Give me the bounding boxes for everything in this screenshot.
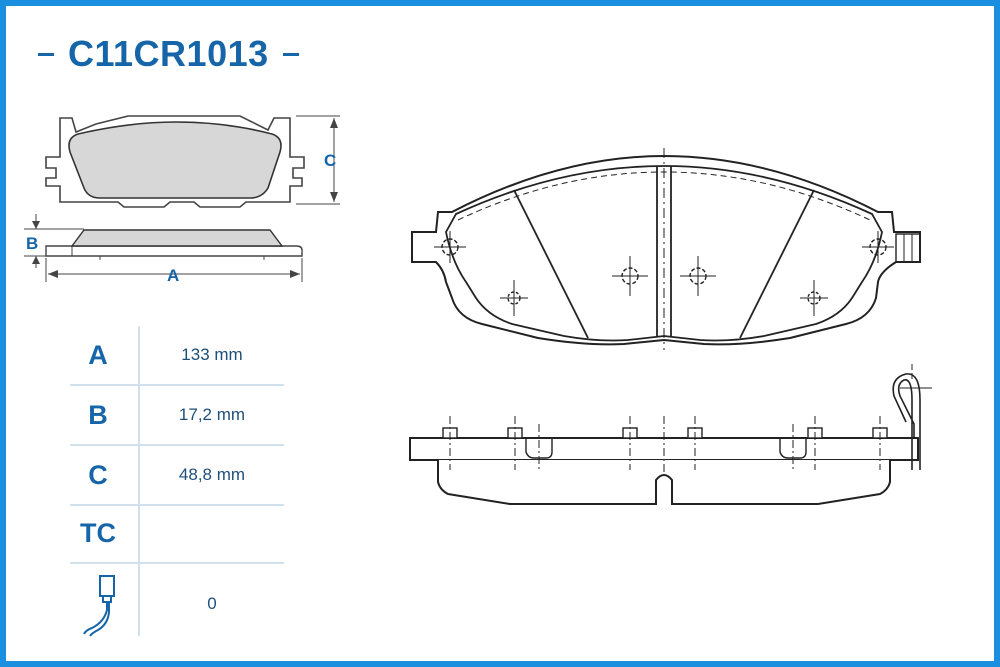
schematic-side-plate <box>45 245 303 257</box>
spec-table-divider <box>138 326 140 636</box>
title-row: C11CR1013 <box>38 33 299 74</box>
spec-row-c: C 48,8 mm <box>58 446 284 504</box>
spec-key: C <box>88 459 108 490</box>
hole-center-right <box>680 256 716 296</box>
dimension-b-label: B <box>26 234 38 253</box>
spec-value: 48,8 mm <box>178 465 246 484</box>
side-wear-indicator-clip <box>892 373 921 470</box>
dimension-c-label: C <box>324 151 336 170</box>
spec-value <box>140 504 284 562</box>
spec-row-a: A 133 mm <box>58 326 284 384</box>
spec-row-sensor: 0 <box>58 572 284 637</box>
spec-row-b: B 17,2 mm <box>58 386 284 444</box>
spec-row-separator <box>70 384 284 386</box>
title-dash-right <box>282 52 299 56</box>
spec-value: 17,2 mm <box>178 405 246 424</box>
spec-table: A 133 mm B 17,2 mm C 48,8 mm TC 0 <box>58 326 284 637</box>
spec-row-tc: TC <box>58 504 284 562</box>
hole-center-left <box>612 256 648 296</box>
hole-right-ear <box>862 231 894 263</box>
side-friction-block <box>437 460 891 505</box>
spec-row-separator <box>70 504 284 506</box>
spec-value: 133 mm <box>181 345 243 364</box>
hole-left-ear <box>434 231 466 263</box>
title-dash-left <box>38 52 54 56</box>
spec-value: 0 <box>207 594 217 613</box>
spec-key: A <box>88 339 108 370</box>
hole-left-inner <box>500 280 528 316</box>
hole-right-inner <box>800 280 828 316</box>
wear-sensor-icon <box>58 572 138 637</box>
schematic-side-pad <box>70 229 284 247</box>
schematic-friction-pad <box>68 121 282 199</box>
dimension-a-label: A <box>167 266 179 285</box>
spec-key: TC <box>80 517 116 548</box>
side-pins <box>442 427 888 439</box>
spec-row-separator <box>70 444 284 446</box>
spec-key: B <box>88 399 108 430</box>
spec-row-separator <box>70 562 284 564</box>
part-number-title: C11CR1013 <box>68 33 269 74</box>
